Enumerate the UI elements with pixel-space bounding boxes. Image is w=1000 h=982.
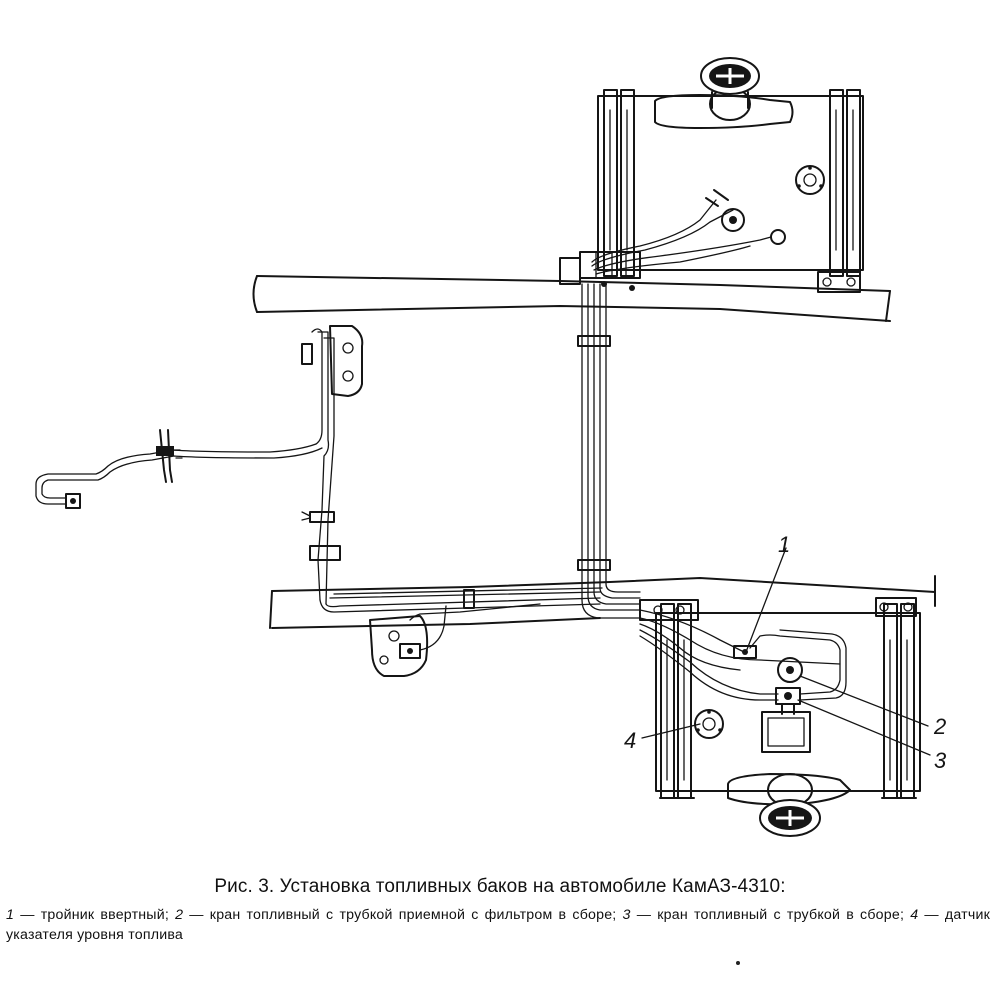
callout-leaders (641, 547, 931, 756)
legend-text-1: тройник ввертный; (40, 907, 176, 923)
lower-frame-rail (269, 575, 936, 629)
left-bracket-and-line (35, 325, 364, 605)
legend-number-3: 3 (622, 907, 631, 923)
callout-2: 2 (933, 714, 946, 739)
legend-text-2: кран топливный с трубкой приемной с филь… (209, 907, 623, 923)
upper-fuel-tank (597, 57, 864, 293)
center-pipe-bundle (577, 283, 641, 619)
legend-separator: — (183, 907, 210, 923)
lower-fuel-tank (639, 597, 921, 837)
legend-item-1: 1 — тройник ввертный; (6, 907, 175, 923)
callout-3: 3 (934, 748, 947, 773)
legend-item-4: 4 — датчик указателя уровня топлива (6, 907, 990, 943)
figure-caption-title: Рис. 3. Установка топливных баков на авт… (214, 876, 786, 897)
figure-caption-legend: 1 — тройник ввертный; 2 — кран топливный… (6, 905, 990, 945)
lower-tank-pipes (639, 609, 847, 715)
callout-4: 4 (624, 728, 636, 753)
legend-number-2: 2 (175, 907, 184, 923)
upper-tank-pipes (559, 199, 772, 291)
legend-text-4: датчик указателя уровня топлива (6, 907, 990, 943)
legend-text-3: кран топливный с трубкой в сборе; (657, 907, 911, 923)
upper-frame-rail (252, 275, 891, 322)
legend-separator: — (14, 907, 41, 923)
lower-cross-pipes (319, 587, 603, 677)
callout-1: 1 (778, 532, 790, 557)
legend-separator: — (630, 907, 658, 923)
scan-speck (736, 961, 740, 965)
legend-item-2: 2 — кран топливный с трубкой приемной с … (175, 907, 622, 923)
legend-item-3: 3 — кран топливный с трубкой в сборе; (623, 907, 911, 923)
fuel-tank-diagram: 1 2 3 4 (35, 57, 947, 837)
legend-number-1: 1 (6, 907, 15, 923)
legend-separator: — (918, 907, 945, 923)
legend-number-4: 4 (910, 907, 919, 923)
